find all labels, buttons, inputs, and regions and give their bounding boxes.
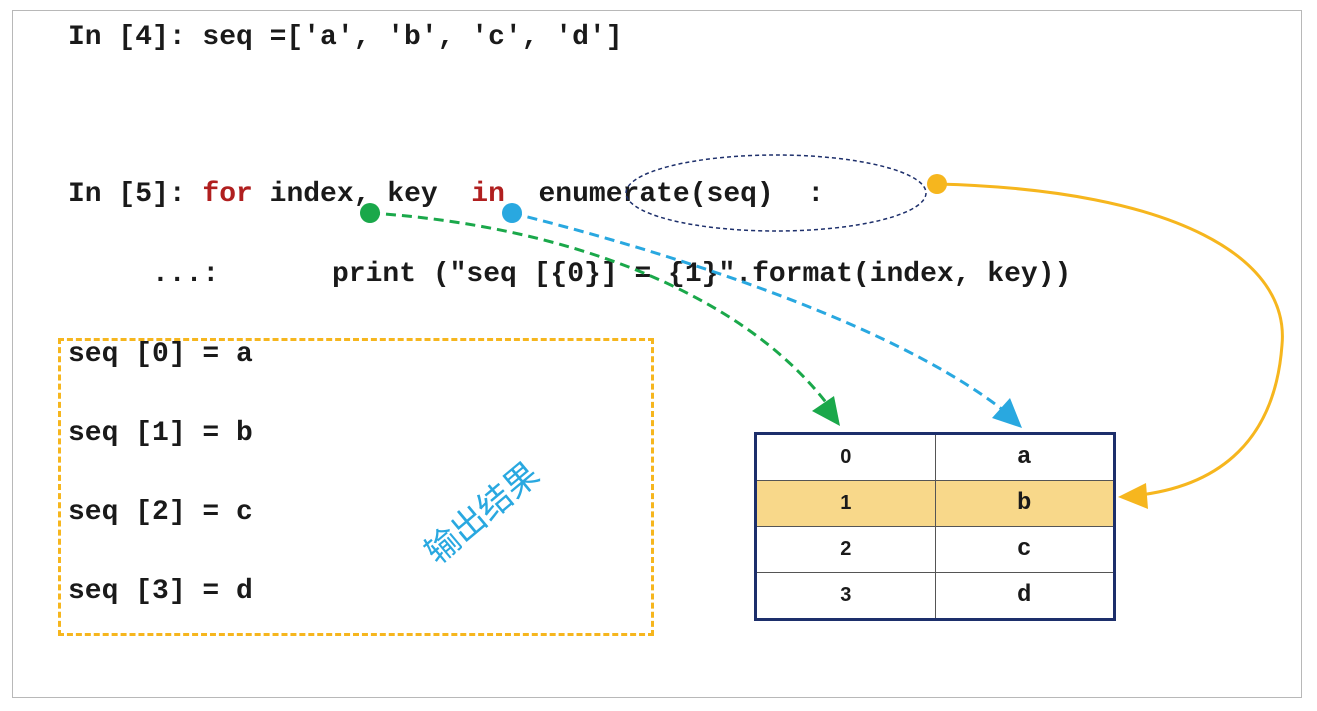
table-row: 2 c (755, 526, 1115, 573)
table-cell-value: b (934, 480, 1115, 527)
keyword-in: in (471, 179, 505, 210)
table-row: 3 d (755, 572, 1115, 620)
code-line-seq: In [4]: seq =['a', 'b', 'c', 'd'] (68, 22, 623, 53)
output-box (58, 338, 654, 636)
enumerate-table: 0 a 1 b 2 c 3 d (754, 432, 1116, 621)
table-cell-value: d (934, 572, 1115, 620)
table-cell-value: a (934, 433, 1115, 481)
table-cell-value: c (934, 526, 1115, 573)
table-cell-index: 2 (755, 526, 936, 573)
enumerate-call: enumerate(seq) (538, 179, 774, 210)
table-row: 0 a (755, 433, 1115, 481)
code-line-for: In [5]: for index, key in enumerate(seq)… (68, 181, 824, 209)
spacer (505, 179, 539, 210)
table-cell-index: 1 (755, 480, 936, 527)
table-row-highlighted: 1 b (755, 480, 1115, 527)
output-line-2: seq [2] = c (68, 497, 253, 528)
spacer (774, 179, 808, 210)
output-line-1: seq [1] = b (68, 418, 253, 449)
table-cell-index: 0 (755, 433, 936, 481)
table-cell-index: 3 (755, 572, 936, 620)
output-line-0: seq [0] = a (68, 339, 253, 370)
output-line-3: seq [3] = d (68, 576, 253, 607)
code-line-print: print ("seq [{0}] = {1}".format(index, k… (332, 259, 1072, 290)
loop-vars: index, key (252, 179, 472, 210)
keyword-for: for (202, 179, 253, 210)
colon: : (807, 179, 825, 210)
prompt-in5: In [5]: (68, 179, 203, 210)
continuation-prompt: ...: (152, 259, 220, 290)
